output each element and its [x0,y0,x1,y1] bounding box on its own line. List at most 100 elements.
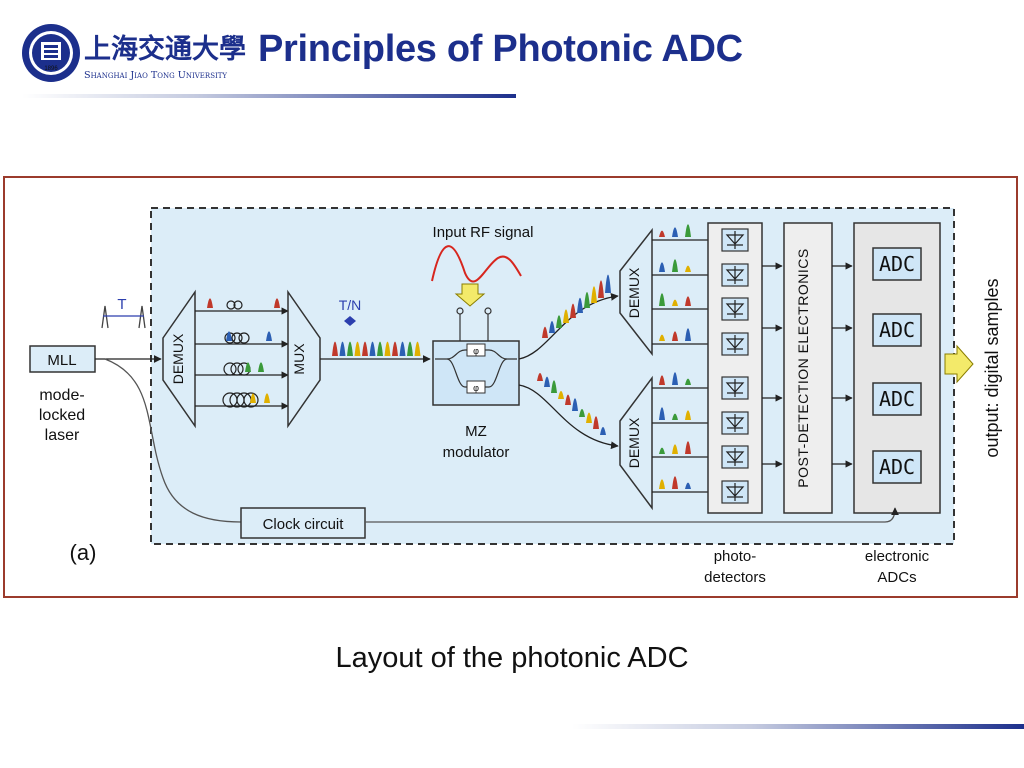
pulse [685,224,691,237]
clock-circuit-box [240,507,366,539]
pulse [659,293,665,306]
pulse [591,286,597,303]
pulse [605,274,611,293]
pulse [659,262,665,272]
lower-branch [518,384,619,450]
pulse [264,393,270,403]
post-detection-electronics [783,222,833,514]
pulse [586,412,592,423]
mll-caption-3: laser [45,427,80,444]
input-rf-label: Input RF signal [433,224,534,241]
pulse [593,416,599,429]
diode-icon [725,448,745,466]
logo-english-name: Shanghai Jiao Tong University [84,70,227,81]
demux-3-label: DEMUX [626,417,642,468]
university-logo: 1896 上海交通大學 Shanghai Jiao Tong Universit… [22,24,246,82]
pulse [399,341,406,356]
pulse [570,303,576,318]
pulse [362,341,368,356]
clock-circuit-label: Clock circuit [263,516,345,533]
pulse [672,259,678,272]
svg-text:φ: φ [473,346,479,356]
demux-3 [619,375,653,511]
demux-2 [619,227,653,357]
title-underline [22,94,516,98]
pulse [266,331,272,341]
pulse [565,394,571,405]
adc-box-3 [872,382,922,416]
photonic-region [150,207,955,545]
pulse [577,297,583,313]
svg-text:φ: φ [473,383,479,393]
pulse [207,298,213,308]
adc-label-4: ADC [879,455,915,479]
pulse [274,298,280,308]
pd-outputs [762,262,783,468]
pulse [685,482,691,489]
mux-label: MUX [291,343,307,375]
demux-1 [162,289,196,429]
demux-1-label: DEMUX [170,333,186,384]
pulse [598,280,604,298]
diode-icon [725,483,745,501]
footer-rule [572,724,1024,729]
figure-caption: Layout of the photonic ADC [335,642,689,674]
pulse [226,331,232,341]
pulse [551,380,557,393]
output-label: output: digital samples [982,278,1002,457]
pulse [579,409,585,417]
pulse [537,373,543,381]
pulse [672,331,678,341]
demux-2-label: DEMUX [626,267,642,318]
pulse [584,292,590,308]
diode-icon [725,300,745,318]
adcs-caption-2: ADCs [877,569,916,586]
clock-feed-line [104,358,242,523]
pulse [659,334,665,341]
pulse [558,391,564,399]
pulse [600,427,606,435]
pulse [347,341,353,356]
clock-output-line [365,507,899,523]
pulse [544,376,550,387]
pulse [672,372,678,385]
adcs-caption-1: electronic [865,548,930,565]
pulse [250,393,256,403]
pulse [685,378,691,385]
pulse [414,341,421,356]
pulse [377,341,383,356]
sub-period-label: T/N [339,297,362,313]
pulse [549,321,555,333]
diode-icon [725,335,745,353]
pulse [354,341,361,356]
mll-caption-1: mode- [39,387,84,404]
pulse [407,341,413,356]
pulse [659,230,665,237]
adc-box-1 [872,247,922,281]
mll-caption-2: locked [39,407,85,424]
pulse [245,362,251,372]
sub-period-marker [344,316,356,326]
pulse [572,398,578,411]
delay-lines [195,300,289,410]
pulse [659,479,665,489]
photodetectors-caption-2: detectors [704,569,766,586]
mux [287,289,321,429]
pulse [672,413,678,420]
demux-outputs [652,236,717,496]
adc-label-2: ADC [879,318,915,342]
adc-label-3: ADC [879,387,915,411]
post-detection-outputs [832,262,853,468]
rf-signal-waveform [431,245,522,283]
pulse [659,375,665,385]
pulse [685,296,691,306]
adc-box-2 [872,313,922,347]
pulse [672,476,678,489]
pulse [685,410,691,420]
pulse [369,341,376,356]
pulse [672,444,678,454]
pulse [556,315,562,328]
logo-chinese-name: 上海交通大學 [84,33,246,65]
pulse [672,227,678,237]
logo-year: 1896 [44,66,58,72]
